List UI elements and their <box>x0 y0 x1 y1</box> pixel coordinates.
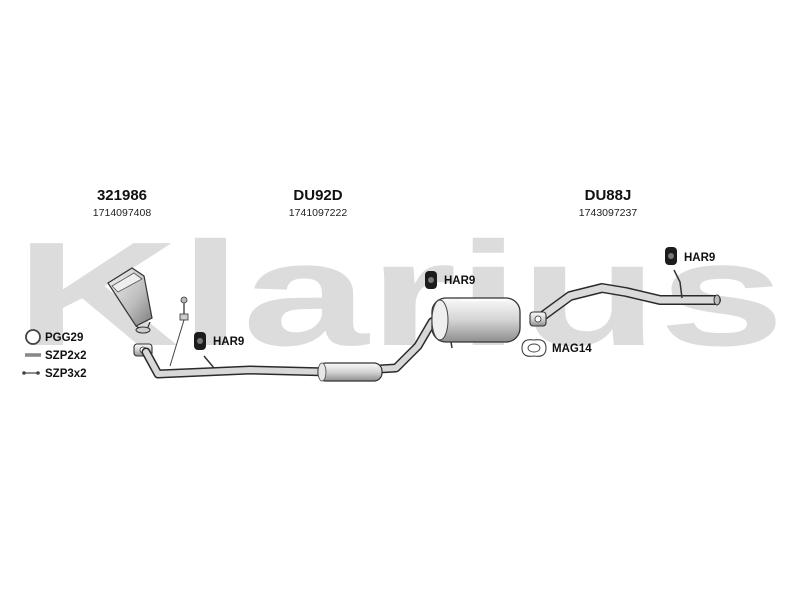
part-label-mag14: MAG14 <box>552 343 592 355</box>
part-label-szp3x2: SZP3x2 <box>45 368 87 380</box>
rear-silencer <box>431 297 521 343</box>
part-label-szp2x2: SZP2x2 <box>45 350 87 362</box>
har9-mount-icon <box>665 247 677 265</box>
catalytic-converter <box>107 267 153 334</box>
group-number-2: 1741097222 <box>289 207 348 219</box>
group-code-2: DU92D <box>293 187 342 204</box>
group-number-1: 1714097408 <box>93 207 152 219</box>
part-label-har9-3: HAR9 <box>684 252 715 264</box>
part-label-pgg29: PGG29 <box>45 332 83 344</box>
hanger-pin <box>203 355 215 369</box>
middle-resonator <box>317 362 383 382</box>
mag14-clamp-icon <box>521 339 547 357</box>
group-code-1: 321986 <box>97 187 147 204</box>
part-label-har9-1: HAR9 <box>213 336 244 348</box>
part-label-har9-2: HAR9 <box>444 275 475 287</box>
har9-mount-icon <box>194 332 206 350</box>
lambda-sensor <box>169 296 189 367</box>
group-code-3: DU88J <box>585 187 632 204</box>
har9-mount-icon <box>425 271 437 289</box>
group-number-3: 1743097237 <box>579 207 638 219</box>
tail-pipe <box>529 269 721 327</box>
szp3x2-bolt-icon <box>22 371 40 375</box>
pgg29-gasket-icon <box>25 329 41 345</box>
